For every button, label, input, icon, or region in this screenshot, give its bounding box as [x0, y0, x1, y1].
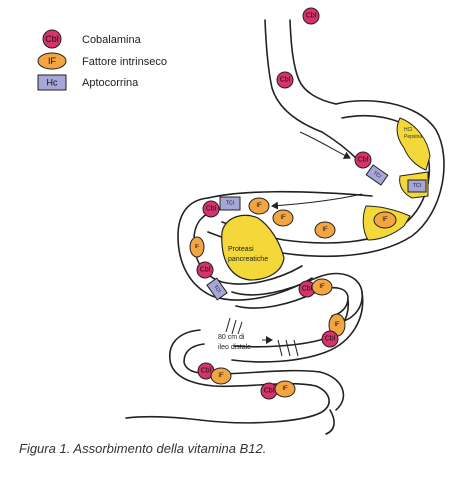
ileum-terminal-wall — [325, 409, 335, 435]
svg-text:Cbl: Cbl — [201, 368, 212, 375]
svg-text:Cbl: Cbl — [306, 13, 317, 20]
ileum-label-line2: ileo distale — [218, 344, 251, 351]
svg-text:IF: IF — [282, 386, 288, 392]
svg-text:Cbl: Cbl — [206, 206, 217, 213]
jejunum-lower-wall — [235, 286, 349, 317]
legend-cobalamin-symbol-text: Cbl — [45, 34, 59, 44]
cobalamin-duodenum: Cbl — [196, 261, 214, 279]
legend: Cbl Cobalamina IF Fattore intrinseco Hc … — [37, 29, 167, 91]
arrow-to-duodenum — [271, 193, 363, 210]
molecules: Cbl Cbl Cbl TCI TCI IF IF — [189, 7, 427, 400]
esophagus-left-wall — [264, 19, 323, 133]
cobalamin-free-top: Cbl — [302, 7, 320, 25]
svg-text:Cbl: Cbl — [358, 157, 369, 164]
arrow-to-haptocorrin — [299, 131, 351, 159]
legend-haptocorrin-label: Aptocorrina — [82, 77, 139, 89]
legend-haptocorrin: Hc Aptocorrina — [37, 74, 139, 91]
intrinsic-factor-stomach-2: IF — [314, 221, 336, 239]
legend-cobalamin: Cbl Cobalamina — [42, 29, 142, 49]
svg-text:IF: IF — [280, 215, 286, 221]
svg-text:Cbl: Cbl — [200, 267, 211, 274]
haptocorrin-duodenum: TCI — [206, 277, 228, 301]
pancreas-label-line2: pancreatiche — [228, 256, 268, 263]
haptocorrin-stomach-right: TCI — [407, 179, 427, 193]
jejunum-descending-inner — [233, 299, 349, 348]
svg-text:TCI: TCI — [226, 201, 234, 207]
flow-arrows — [262, 131, 363, 344]
haptocorrin-stomach: TCI — [365, 164, 389, 186]
legend-intrinsic-factor-symbol-text: IF — [48, 56, 57, 66]
legend-cobalamin-label: Cobalamina — [82, 34, 142, 46]
intrinsic-factor-pylorus: IF — [248, 197, 270, 215]
svg-text:TCI: TCI — [413, 183, 421, 189]
jejunum-upper-wall — [231, 272, 363, 323]
stomach-secretion-label-pepsina: Pepsina — [404, 134, 422, 140]
svg-text:Cbl: Cbl — [280, 77, 291, 84]
svg-text:IF: IF — [382, 217, 388, 223]
svg-text:TCI: TCI — [372, 170, 382, 180]
intrinsic-factor-duodenum: IF — [189, 236, 205, 258]
duodenum-pylorus-wall — [207, 190, 373, 199]
ileum-distal-inner — [319, 371, 345, 411]
svg-text:IF: IF — [322, 227, 328, 233]
legend-haptocorrin-symbol — [37, 74, 67, 91]
cobalamin-if-complex-ileum-1: Cbl IF — [197, 362, 232, 385]
intrinsic-factor-stomach-3: IF — [272, 209, 294, 227]
legend-intrinsic-factor-symbol — [37, 52, 67, 70]
cobalamin-stomach: Cbl — [354, 151, 372, 169]
legend-haptocorrin-symbol-text: Hc — [47, 78, 58, 88]
cobalamin-if-complex-descending: IF Cbl — [321, 313, 346, 348]
svg-text:IF: IF — [195, 244, 199, 250]
cobalamin-if-complex-ileum-2: Cbl IF — [260, 380, 296, 400]
esophagus-right-wall — [289, 19, 337, 105]
cobalamin-pylorus: Cbl — [202, 200, 220, 218]
legend-cobalamin-symbol — [42, 29, 62, 49]
svg-text:Cbl: Cbl — [302, 286, 313, 293]
svg-text:Cbl: Cbl — [325, 336, 336, 343]
ileum-distal-outer — [125, 385, 330, 424]
svg-text:IF: IF — [319, 284, 325, 290]
figure-caption: Figura 1. Assorbimento della vitamina B1… — [19, 441, 267, 456]
svg-text:IF: IF — [334, 322, 340, 328]
legend-intrinsic-factor-label: Fattore intrinseco — [82, 56, 167, 68]
ileum-label-line1: 80 cm di — [218, 334, 245, 341]
stomach-secretion-label-hcl: HCl — [404, 127, 412, 133]
pancreas — [221, 214, 285, 281]
jejunum-descending-outer — [231, 291, 364, 363]
svg-text:IF: IF — [256, 203, 262, 209]
cobalamin-if-complex-jejunum: Cbl IF — [298, 278, 333, 298]
legend-intrinsic-factor: IF Fattore intrinseco — [37, 52, 167, 70]
svg-text:IF: IF — [218, 373, 224, 379]
pancreas-label-line1: Proteasi — [228, 246, 254, 253]
intestine-hash-marks — [225, 317, 299, 357]
svg-text:Cbl: Cbl — [264, 388, 275, 395]
intrinsic-factor-stomach-1: IF — [373, 211, 397, 229]
stomach-secretion-top — [396, 117, 431, 171]
haptocorrin-pylorus: TCI — [219, 196, 241, 211]
cobalamin-esophagus: Cbl — [276, 71, 294, 89]
svg-text:TCI: TCI — [212, 284, 222, 294]
duodenum-outer-wall — [177, 197, 313, 301]
